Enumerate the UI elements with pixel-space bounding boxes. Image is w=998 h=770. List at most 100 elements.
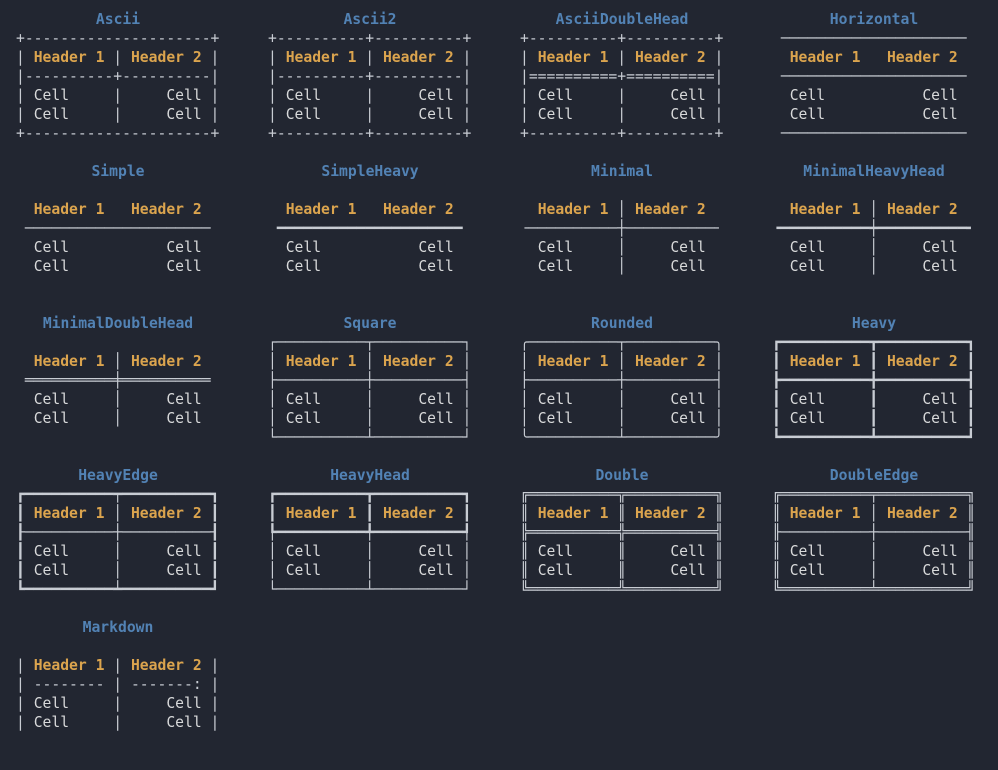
border-glyphs: │ (453, 410, 472, 427)
table-title: Markdown (82, 619, 154, 636)
border-glyphs: ┃ (16, 543, 34, 560)
border-glyphs: │ (69, 410, 167, 427)
table-box-art: ╭──────────┬──────────╮ │ Header 1 │ Hea… (520, 333, 724, 447)
border-glyphs: ├──────────┼──────────┤ (520, 372, 724, 389)
border-glyphs (454, 239, 472, 256)
border-glyphs: ┃ (201, 543, 220, 560)
border-glyphs: | (201, 87, 220, 104)
border-glyphs: │ (573, 410, 671, 427)
border-glyphs: | (201, 714, 220, 731)
table-box-art: +----------+----------+ | Header 1 | Hea… (520, 29, 724, 143)
border-glyphs (958, 87, 976, 104)
cell-text: Cell (789, 543, 826, 560)
table-title: SimpleHeavy (321, 163, 419, 180)
border-glyphs: | (453, 106, 472, 123)
header-text: Header 1 (285, 353, 357, 370)
border-glyphs: ┗━━━━━━━━━━┷━━━━━━━━━━┛ (16, 581, 220, 598)
border-glyphs: ├──────────┼──────────┤ (268, 372, 472, 389)
table-title: Ascii (95, 11, 141, 28)
header-text: Header 2 (634, 505, 706, 522)
border-glyphs (772, 87, 790, 104)
border-glyphs: │ (268, 543, 286, 560)
cell-text: Cell (789, 258, 826, 275)
table-box-art: ┏━━━━━━━━━━┳━━━━━━━━━━┓ ┃ Header 1 ┃ Hea… (268, 485, 472, 599)
table-block-minimal: Minimal Header 1 │ Header 2 ╶──────────┼… (520, 162, 724, 314)
cell-text: Cell (166, 239, 202, 256)
border-glyphs: ┃ (957, 353, 976, 370)
table-box-art: Header 1 │ Header 2 ╶──────────┼────────… (520, 181, 724, 295)
border-glyphs: | (520, 87, 538, 104)
border-glyphs: | (520, 106, 538, 123)
border-glyphs: | (573, 106, 671, 123)
border-glyphs: ║ (573, 543, 671, 560)
cell-text: Cell (418, 87, 454, 104)
border-glyphs (454, 201, 472, 218)
cell-text: Cell (670, 410, 706, 427)
cell-text: Cell (166, 410, 202, 427)
border-glyphs: ┃ (825, 410, 923, 427)
border-glyphs: ╶──────────┼──────────╴ (520, 220, 724, 237)
cell-text: Cell (33, 87, 70, 104)
border-glyphs: │ (520, 353, 538, 370)
cell-text: Cell (670, 562, 706, 579)
header-text: Header 1 (285, 505, 357, 522)
border-glyphs: │ (520, 391, 538, 408)
table-box-art: | Header 1 | Header 2 | | -------- | ---… (16, 637, 220, 751)
border-glyphs: │ (860, 505, 887, 522)
border-glyphs: ┃ (201, 562, 220, 579)
border-glyphs: +----------+----------+ (520, 30, 724, 47)
table-box-art: ┌──────────┬──────────┐ │ Header 1 │ Hea… (268, 333, 472, 447)
border-glyphs: │ (520, 410, 538, 427)
header-text: Header 2 (130, 353, 202, 370)
border-glyphs (202, 201, 220, 218)
border-glyphs (202, 391, 220, 408)
cell-text: Cell (789, 106, 826, 123)
border-glyphs (860, 49, 887, 66)
header-text: Header 2 (130, 657, 202, 674)
cell-text: Cell (418, 258, 454, 275)
cell-text: Cell (537, 239, 574, 256)
border-glyphs: │ (608, 353, 635, 370)
table-block-simpleheavy: SimpleHeavy Header 1 Header 2 ━━━━━━━━━━… (268, 162, 472, 314)
border-glyphs: ║ (772, 505, 790, 522)
border-glyphs: | (16, 49, 34, 66)
table-block-rounded: Rounded╭──────────┬──────────╮ │ Header … (520, 314, 724, 466)
border-glyphs (321, 239, 418, 256)
table-box-art: +---------------------+ | Header 1 | Hea… (16, 29, 220, 143)
border-glyphs: +----------+----------+ (268, 125, 472, 142)
border-glyphs: ╰──────────┴──────────╯ (520, 429, 724, 446)
border-glyphs: ┃ (201, 505, 220, 522)
border-glyphs: ║ (772, 543, 790, 560)
cell-text: Cell (285, 543, 322, 560)
table-title: Horizontal (829, 11, 919, 28)
border-glyphs: | (573, 87, 671, 104)
border-glyphs: │ (321, 562, 419, 579)
border-glyphs (520, 239, 538, 256)
cell-text: Cell (789, 239, 826, 256)
border-glyphs (16, 391, 34, 408)
border-glyphs: │ (825, 258, 923, 275)
cell-text: Cell (33, 391, 70, 408)
border-glyphs: │ (321, 410, 419, 427)
table-block-asciidoublehead: AsciiDoubleHead+----------+----------+ |… (520, 10, 724, 162)
border-glyphs: │ (573, 239, 671, 256)
table-block-minimaldoublehead: MinimalDoubleHead Header 1 │ Header 2 ══… (16, 314, 220, 466)
border-glyphs: ╔══════════╤══════════╗ (772, 486, 976, 503)
border-glyphs (958, 106, 976, 123)
border-glyphs: ───────────────────── (772, 30, 976, 47)
header-text: Header 1 (537, 353, 609, 370)
border-glyphs: ══════════╪══════════ (16, 372, 220, 389)
border-glyphs: ┏━━━━━━━━━━┳━━━━━━━━━━┓ (772, 334, 976, 351)
cell-text: Cell (922, 106, 958, 123)
border-glyphs: ┃ (957, 410, 976, 427)
border-glyphs: | (69, 695, 167, 712)
cell-text: Cell (418, 562, 454, 579)
border-glyphs: +----------+----------+ (268, 30, 472, 47)
border-glyphs: ╚══════════╩══════════╝ (520, 581, 724, 598)
cell-text: Cell (166, 106, 202, 123)
cell-text: Cell (670, 106, 706, 123)
table-box-art: ───────────────────── Header 1 Header 2 … (772, 29, 976, 143)
box-styles-grid: Ascii+---------------------+ | Header 1 … (16, 10, 998, 770)
cell-text: Cell (922, 87, 958, 104)
border-glyphs: | (321, 106, 419, 123)
